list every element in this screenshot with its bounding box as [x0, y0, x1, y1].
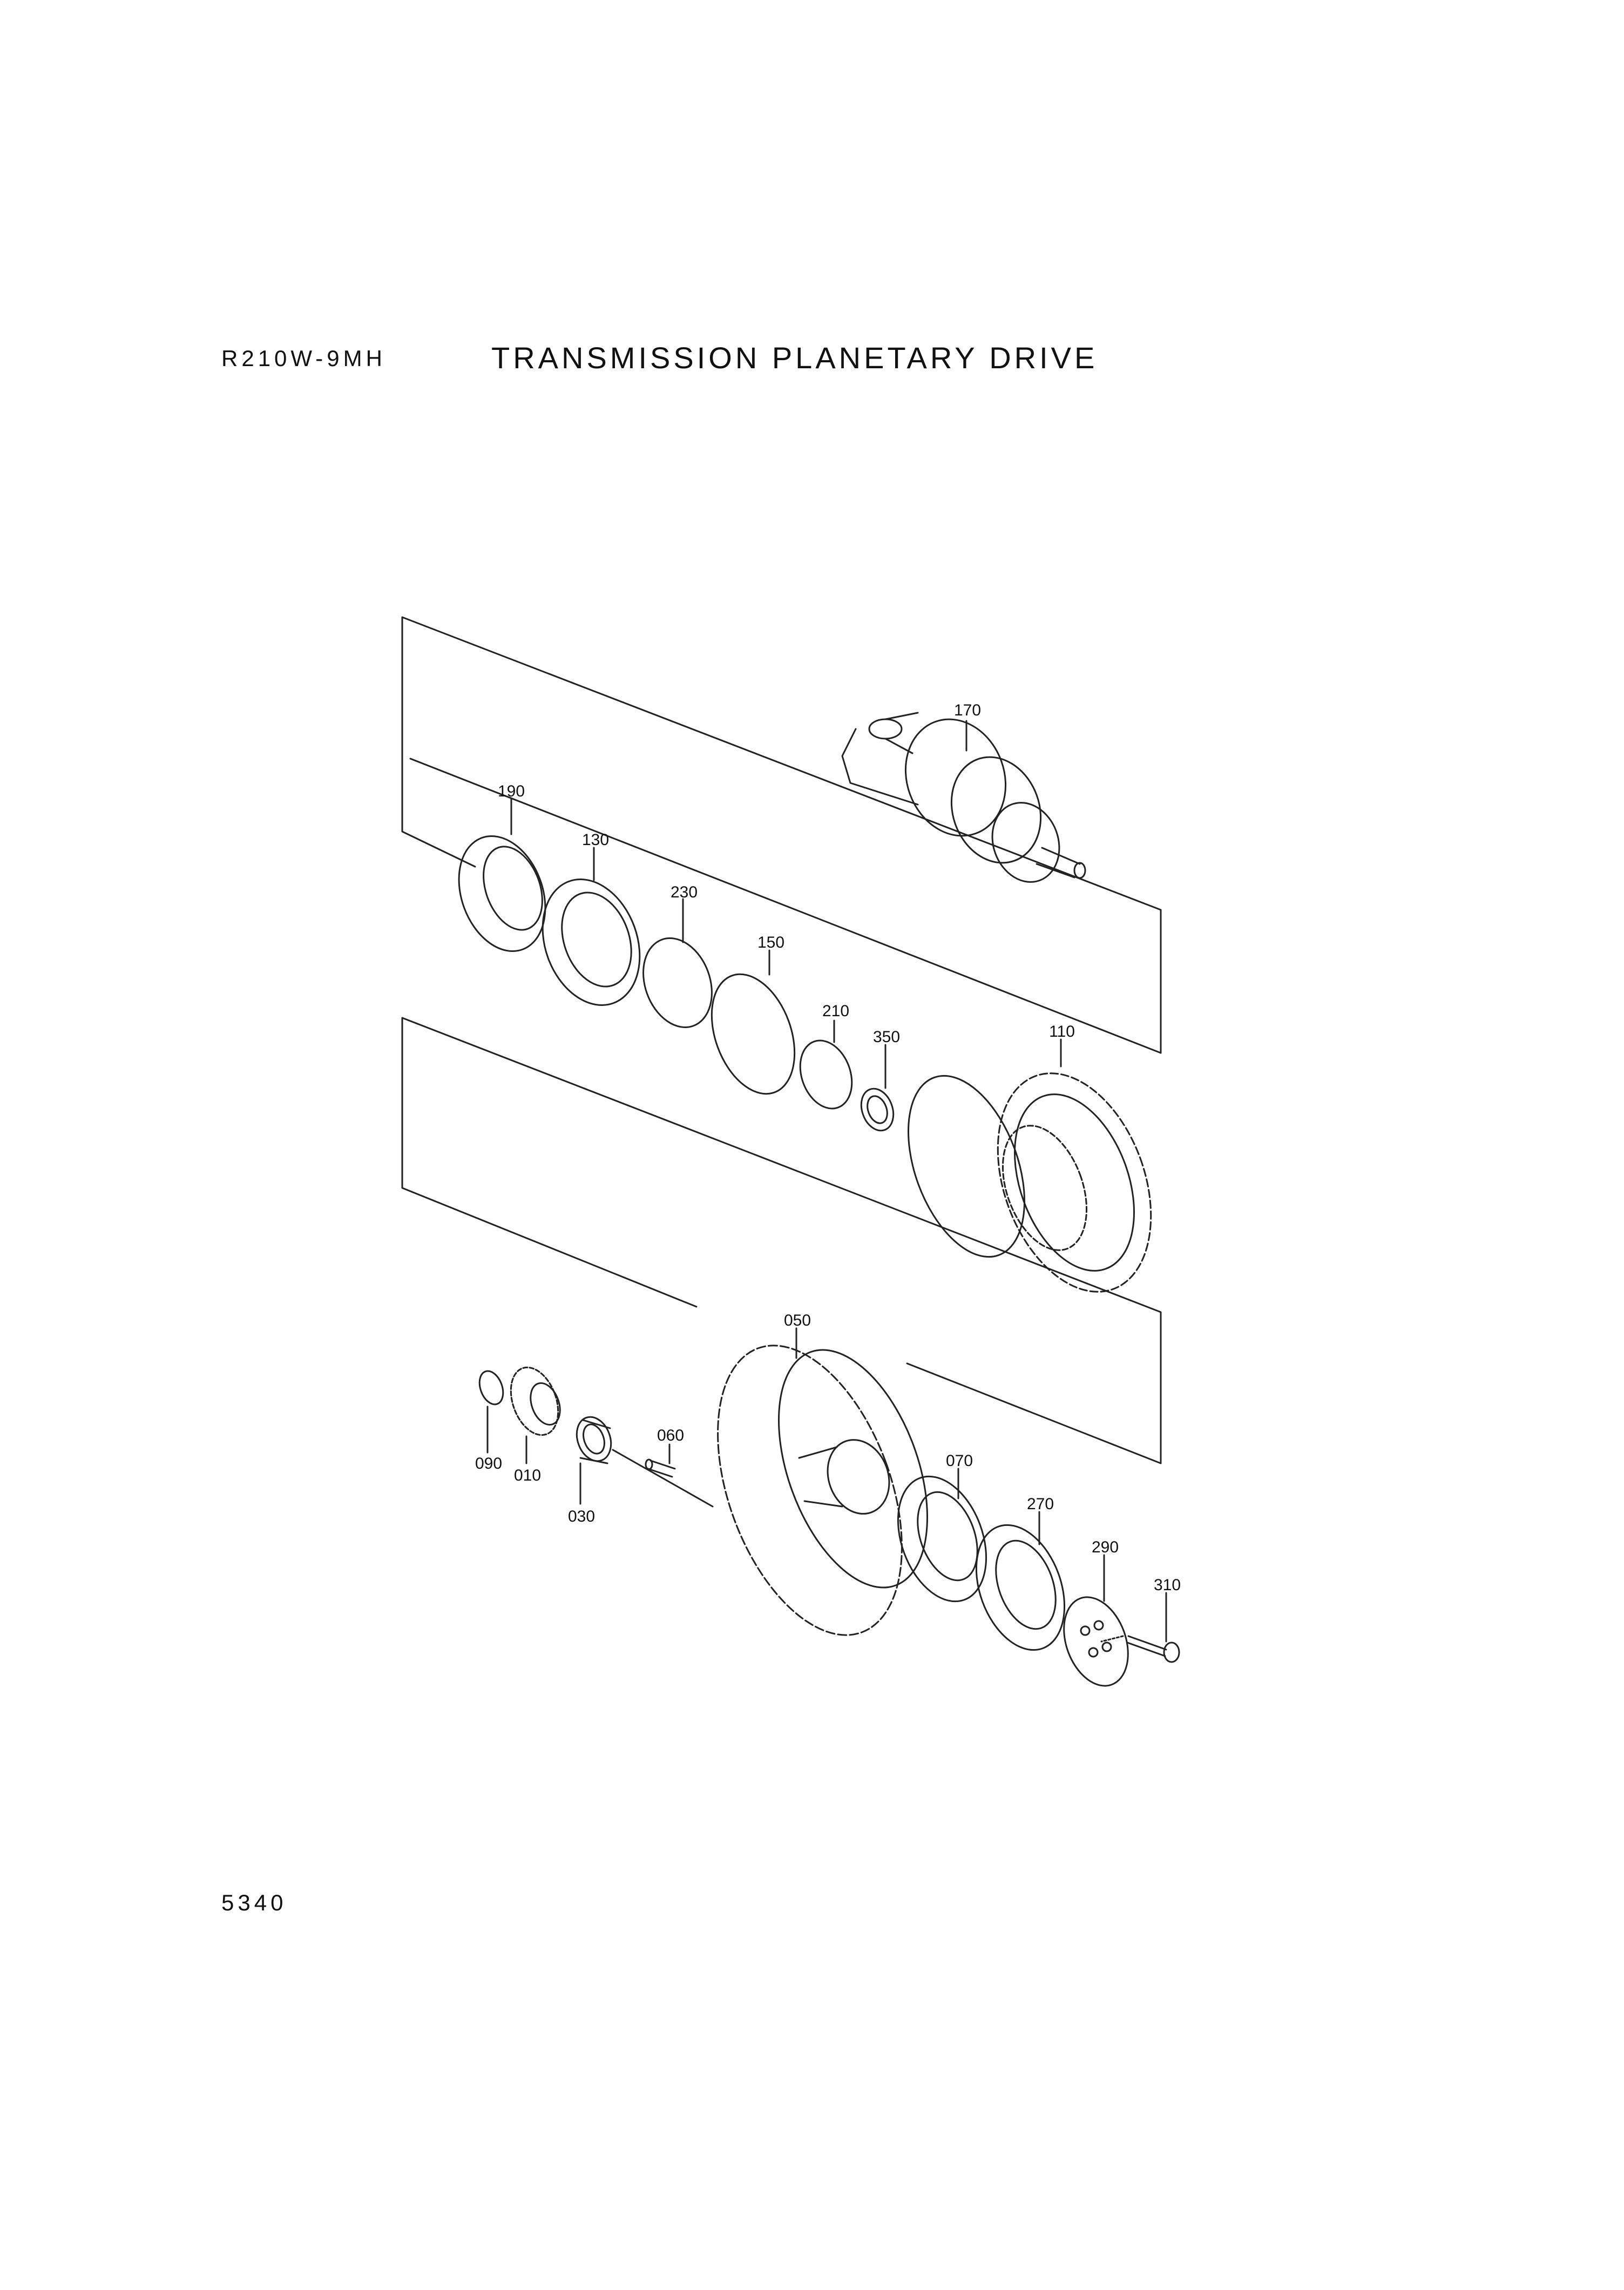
- snap-ring-150-drawing: [710, 973, 796, 1095]
- page-number: 5340: [221, 1890, 287, 1915]
- snap-ring-090-drawing: [478, 1370, 504, 1406]
- plate-290-drawing: [1063, 1596, 1129, 1687]
- callout-150: 150: [757, 934, 784, 951]
- callout-230: 230: [671, 883, 698, 901]
- model-code: R210W-9MH: [221, 346, 386, 371]
- callout-070: 070: [946, 1452, 973, 1470]
- callout-010: 010: [514, 1467, 541, 1484]
- callout-350: 350: [873, 1028, 900, 1046]
- callout-030: 030: [568, 1508, 595, 1525]
- page-title: TRANSMISSION PLANETARY DRIVE: [491, 341, 1098, 375]
- callout-060: 060: [657, 1427, 684, 1444]
- callout-090: 090: [475, 1455, 502, 1472]
- ring-210-drawing: [799, 1039, 853, 1110]
- ring-gear-110-drawing: [908, 1072, 1152, 1293]
- callout-190: 190: [498, 782, 525, 800]
- callout-170: 170: [954, 701, 981, 719]
- upper-assembly-frame: [401, 616, 1162, 1054]
- bearing-130-drawing: [542, 879, 641, 1006]
- input-shaft-drawing: [841, 712, 1086, 883]
- assembly-guide-line: [612, 1449, 714, 1508]
- washer-350-drawing: [860, 1087, 895, 1132]
- needle-bearing-030-drawing: [576, 1416, 612, 1464]
- callout-270: 270: [1027, 1495, 1054, 1513]
- bearing-070-drawing: [897, 1475, 987, 1603]
- bolt-310-drawing: [1126, 1635, 1180, 1663]
- retaining-ring-230-drawing: [642, 937, 713, 1028]
- callout-290: 290: [1092, 1538, 1119, 1556]
- callout-210: 210: [822, 1002, 849, 1020]
- pin-060-drawing: [645, 1458, 676, 1478]
- callout-050: 050: [784, 1312, 811, 1329]
- bearing-270-drawing: [975, 1524, 1066, 1651]
- cover-drawing: [458, 835, 546, 953]
- pinion-010-drawing: [510, 1366, 561, 1436]
- callout-310: 310: [1154, 1576, 1181, 1594]
- lower-assembly-frame: [401, 1017, 1162, 1464]
- callout-130: 130: [582, 831, 609, 849]
- bolt-guide-line: [1100, 1635, 1124, 1643]
- helical-gear-050-drawing: [717, 1345, 928, 1636]
- callout-110: 110: [1049, 1023, 1075, 1041]
